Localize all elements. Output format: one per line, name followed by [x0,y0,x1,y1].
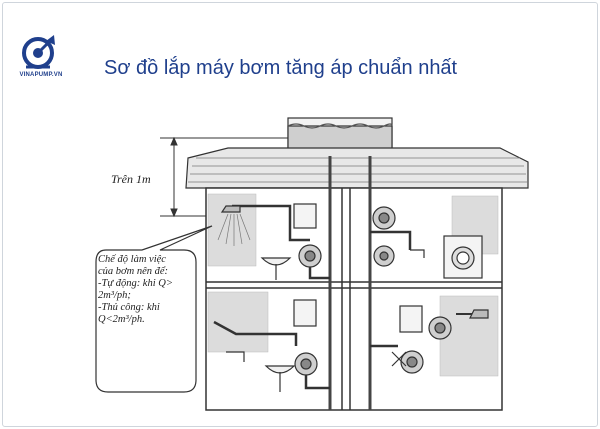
note-line: Chế độ làm việc [98,254,166,265]
lower-right-fixtures [370,305,489,374]
note-line: 2m³/ph; [98,290,131,301]
note-line: -Thủ công: khi [98,302,160,313]
lower-left-fixtures [213,299,330,392]
logo-text: VINAPUMP.VN [19,72,63,78]
pump-mode-note: Chế độ làm việc của bơm nên để: -Tự động… [98,254,198,386]
note-line: Q<2m³/ph. [98,314,145,325]
main-pipes [328,156,372,410]
roof [185,147,529,189]
note-line: của bơm nên để: [98,266,169,277]
height-label: Trên 1m [111,172,151,186]
upper-left-fixtures [217,203,330,280]
note-line: -Tự động: khi Q> [98,278,173,289]
height-dimension [160,136,290,218]
vinapump-logo [22,35,55,69]
page-title: Sơ đồ lắp máy bơm tăng áp chuẩn nhất [104,57,458,79]
callout-bubble [95,225,213,393]
upper-right-fixtures [370,206,483,279]
